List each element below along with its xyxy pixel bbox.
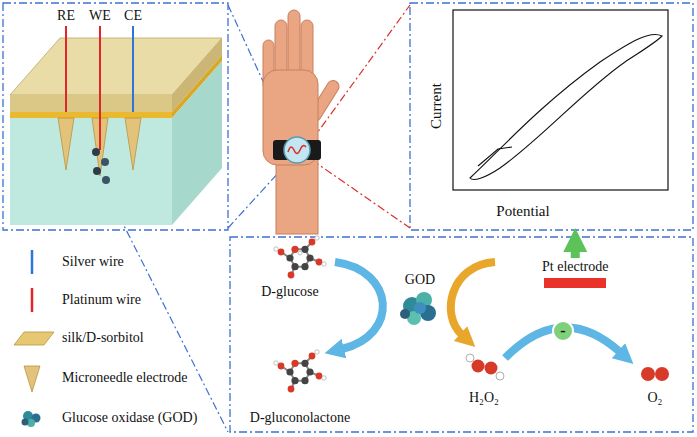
molecule-name: D-gluconolactone — [250, 410, 350, 426]
cv-curve — [478, 147, 512, 166]
platinum-wire-sample — [31, 288, 34, 312]
legend-samples — [14, 250, 54, 427]
cv-plot: CurrentPotential — [420, 6, 686, 228]
sensor-dial — [284, 137, 310, 163]
hand — [263, 10, 341, 234]
legend-text: Glucose oxidase (GOD) — [62, 410, 197, 426]
electrode-name: Pt electrode — [542, 259, 608, 275]
signal-arrow — [571, 242, 580, 258]
enzyme-dot — [92, 148, 100, 156]
oxygen-molecule — [641, 367, 669, 381]
silver-wire — [132, 26, 134, 112]
enzyme-dot — [93, 167, 101, 175]
platinum-wire — [99, 26, 101, 150]
zoom-line — [312, 5, 410, 140]
glucose-molecule — [274, 236, 326, 279]
electrode-tag: CE — [124, 8, 142, 24]
y-axis-title: Current — [428, 83, 445, 129]
legend-sample — [24, 366, 40, 392]
enzyme-dot — [102, 176, 110, 184]
legend-swatch — [14, 332, 54, 345]
skin-layer — [10, 118, 172, 225]
legend-text: Microneedle electrode — [62, 370, 188, 386]
molecule-name: D-glucose — [261, 284, 319, 300]
cv-curve — [470, 34, 662, 179]
reaction-arrow — [335, 262, 383, 349]
legend-sample — [32, 288, 33, 312]
enzyme-sample — [22, 419, 29, 426]
legend-sample — [32, 250, 33, 274]
platinum-wire — [65, 26, 67, 112]
arrow-head — [575, 228, 576, 243]
molecule-name: O₂ — [648, 390, 663, 406]
plot-frame — [410, 3, 693, 230]
x-axis-title: Potential — [496, 203, 549, 220]
plot-axes — [453, 10, 668, 190]
palm — [263, 70, 318, 165]
electrode-tag: WE — [89, 8, 111, 24]
enzyme-dot — [101, 158, 109, 166]
plot-graphic — [420, 6, 686, 228]
gluconolactone-molecule — [274, 350, 326, 393]
signal-squiggle — [288, 146, 306, 154]
molecule-name: H₂O₂ — [469, 390, 499, 406]
legend-text: Platinum wire — [62, 292, 141, 308]
electrode-block: Pt electrode — [538, 258, 612, 289]
electron-sign: - — [560, 323, 565, 339]
electrode-bar — [544, 278, 606, 288]
inset-frame — [3, 3, 228, 230]
legend-sample — [22, 411, 41, 427]
enzyme-name: GOD — [405, 272, 435, 288]
electron-circle — [553, 321, 573, 341]
legend-text: Silver wire — [62, 254, 124, 270]
reaction-frame — [230, 237, 693, 432]
electrode-tag: RE — [57, 8, 75, 24]
reaction-arrow — [451, 262, 495, 335]
legend-sample — [14, 332, 54, 345]
microneedle — [125, 118, 141, 170]
microneedle-sample — [24, 366, 40, 392]
zoom-line — [312, 160, 410, 228]
legend-text: silk/D-sorbitol — [62, 330, 144, 346]
patch-band — [10, 95, 172, 112]
patch-block — [10, 26, 222, 225]
skin-side — [172, 61, 222, 225]
silver-wire-sample — [31, 250, 34, 274]
peroxide-molecule — [466, 354, 504, 380]
enzyme-protein — [400, 292, 436, 325]
microneedle — [58, 118, 74, 170]
silk-layer — [10, 112, 172, 118]
